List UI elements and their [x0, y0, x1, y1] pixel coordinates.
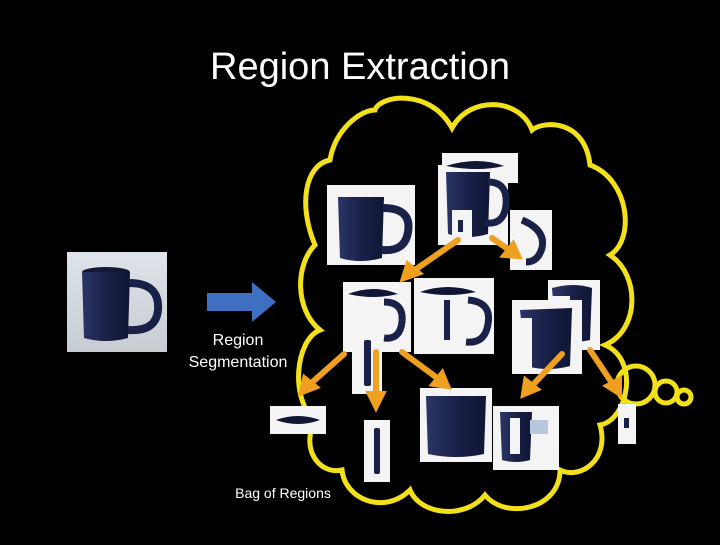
region-tile-body-left [512, 300, 582, 374]
region-tile-rim-sliver [270, 406, 326, 434]
region-tile-body [420, 388, 492, 462]
region-tile-dot [618, 404, 636, 444]
region-tile-body-right [493, 406, 559, 470]
region-tile-side-sliver [364, 420, 390, 482]
source-mug-image [67, 252, 167, 352]
region-tile-mug-back [438, 153, 518, 245]
region-tile-mug-top [414, 278, 494, 354]
tree-edge-arrows [297, 235, 622, 413]
step-label: Region Segmentation [188, 332, 288, 371]
region-tile-handle [510, 210, 552, 270]
right-arrow-icon [207, 282, 276, 322]
region-tile-full-mug [327, 185, 415, 265]
region-tile-thin-sliver [352, 330, 382, 394]
bag-label: Bag of Regions [235, 485, 331, 501]
slide-title: Region Extraction [210, 46, 510, 88]
